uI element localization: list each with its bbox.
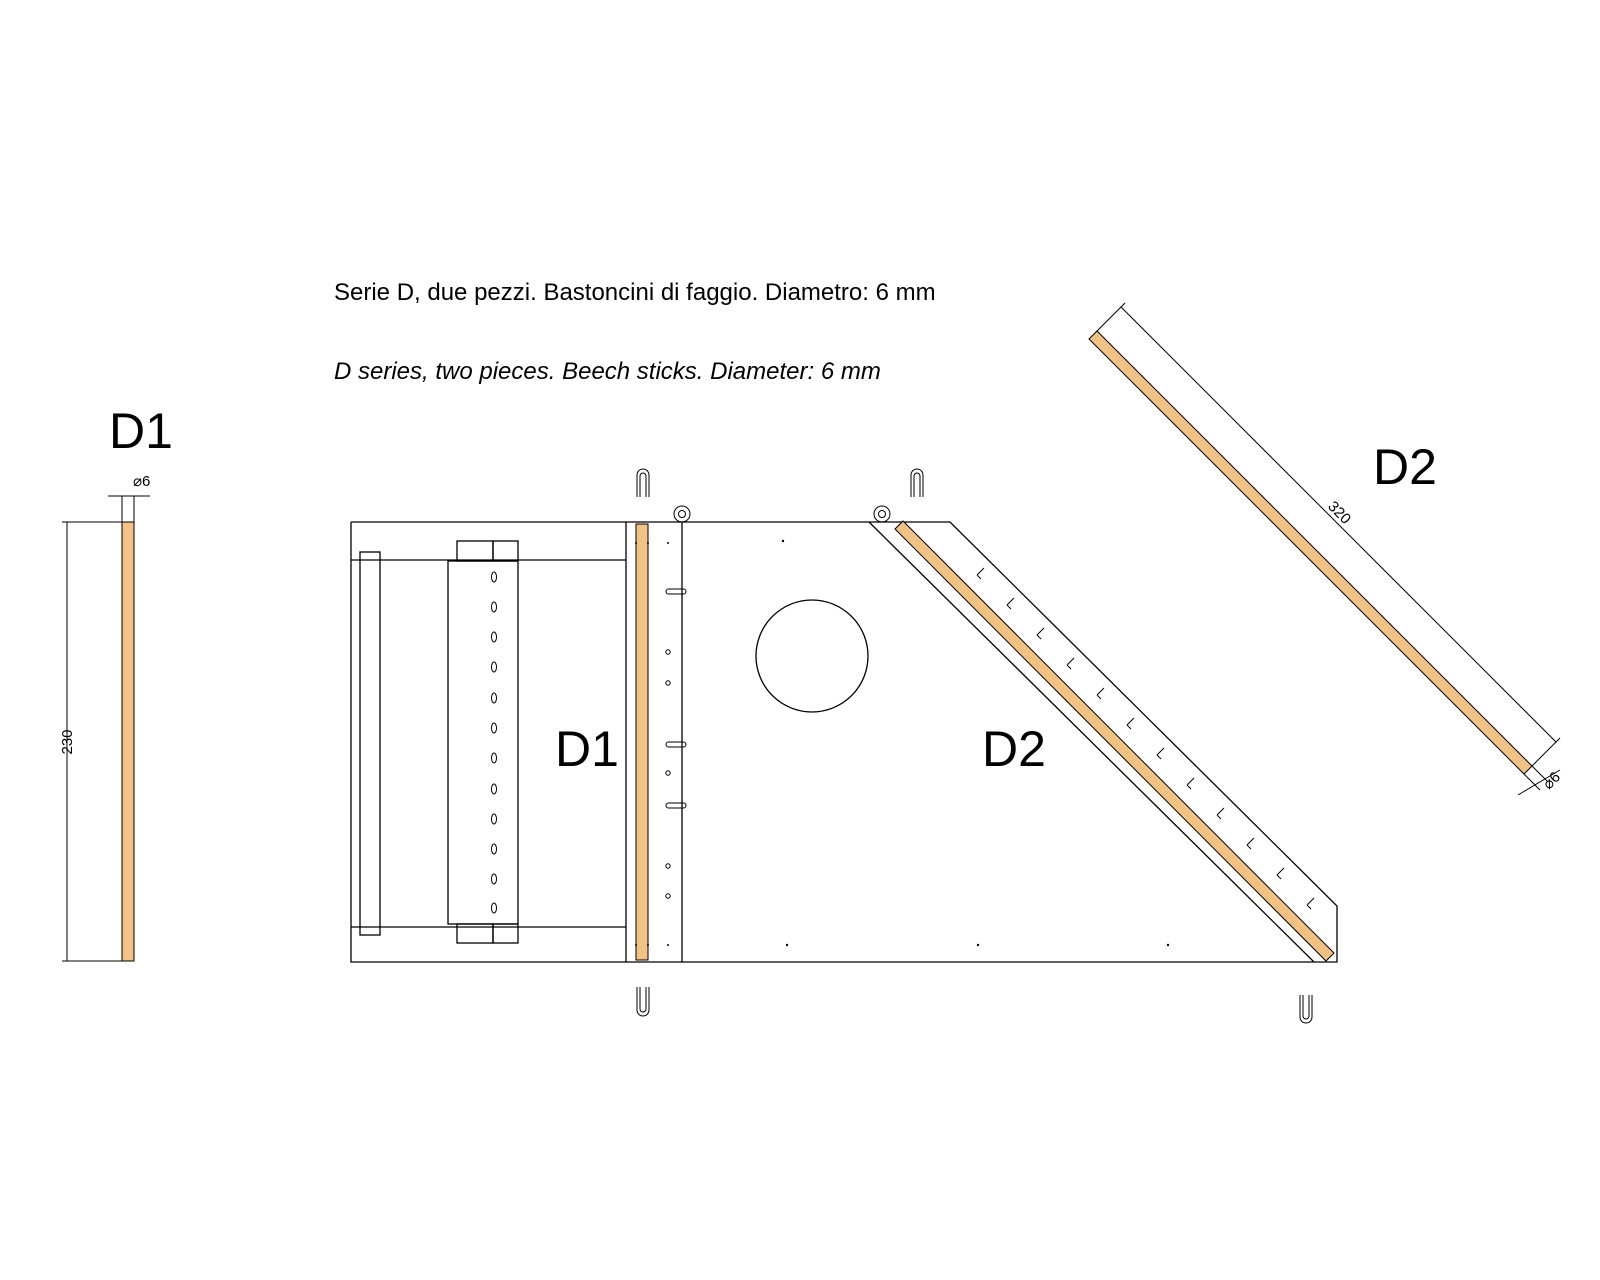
hook-top-right xyxy=(910,468,924,497)
slot xyxy=(1276,867,1285,876)
hook-bottom-right xyxy=(1299,995,1313,1024)
caption-english: D series, two pieces. Beech sticks. Diam… xyxy=(334,358,881,385)
side-handle xyxy=(359,551,381,936)
bridge-dot xyxy=(667,542,669,544)
ring-right xyxy=(873,505,891,523)
bridge-pin xyxy=(665,649,671,655)
diagonal-slots xyxy=(976,567,1315,910)
tuning-hole xyxy=(491,571,497,583)
slot xyxy=(976,574,982,580)
slot xyxy=(1096,694,1102,700)
slot xyxy=(1066,664,1072,670)
d1-stick xyxy=(121,521,135,962)
bridge-peg xyxy=(665,588,687,595)
instrument-outline xyxy=(350,521,1338,963)
slot xyxy=(976,567,985,576)
d2-stick xyxy=(1088,330,1533,775)
d2-length-ext-bottom xyxy=(1531,737,1561,767)
slot xyxy=(1126,724,1132,730)
tuning-block xyxy=(447,560,519,925)
slot xyxy=(1246,844,1252,850)
tuning-hole xyxy=(491,692,497,704)
board-dot xyxy=(1166,943,1170,947)
tuning-block-cap-top-right xyxy=(492,540,519,562)
d2-diameter-line xyxy=(1517,769,1561,796)
tuning-hole xyxy=(491,873,497,885)
slot xyxy=(1006,597,1015,606)
slot xyxy=(1006,604,1012,610)
slot xyxy=(1276,874,1282,880)
tuning-hole xyxy=(491,722,497,734)
slot xyxy=(1036,627,1045,636)
slot xyxy=(1216,814,1222,820)
d2-stick-installed xyxy=(894,520,1335,962)
d2-diameter-ext-a xyxy=(1523,773,1541,791)
bridge-dot xyxy=(647,944,649,946)
tuning-hole xyxy=(491,631,497,643)
slot xyxy=(1186,777,1195,786)
tuning-block-cap-top-left xyxy=(456,540,494,562)
bridge-peg xyxy=(665,741,687,748)
bridge-peg xyxy=(665,802,687,809)
hook-bottom-left xyxy=(636,987,650,1017)
tuning-hole xyxy=(491,843,497,855)
slot xyxy=(1306,904,1312,910)
d2-diameter-ext-b xyxy=(1531,765,1549,783)
soundboard-edge xyxy=(868,521,1315,963)
board-dot xyxy=(781,539,785,543)
tuning-hole xyxy=(491,902,497,914)
d2-length-line xyxy=(1120,306,1557,743)
bridge-dot xyxy=(667,944,669,946)
slot xyxy=(1156,747,1165,756)
caption-italian: Serie D, due pezzi. Bastoncini di faggio… xyxy=(334,279,936,306)
slot xyxy=(1246,837,1255,846)
d2-diameter-value: ⌀6 xyxy=(1540,769,1564,793)
ring-left xyxy=(673,505,691,523)
slot xyxy=(1216,807,1225,816)
ring-left-inner xyxy=(678,510,686,518)
bridge-pin xyxy=(665,770,671,776)
tuning-hole xyxy=(491,813,497,825)
slot xyxy=(1156,754,1162,760)
slot xyxy=(1186,784,1192,790)
slot xyxy=(1126,717,1135,726)
d2-length-value: 320 xyxy=(1324,498,1354,528)
sound-hole xyxy=(755,599,869,713)
bridge-dot xyxy=(635,542,637,544)
d2-length-ext-top xyxy=(1096,302,1126,332)
tuning-hole xyxy=(491,601,497,613)
d2-detail: D2 320 ⌀6 xyxy=(1088,302,1564,796)
bridge-dot xyxy=(647,542,649,544)
instrument-assembly: D1 D2 xyxy=(350,468,1338,1024)
d1-diameter-value: ⌀6 xyxy=(133,473,150,490)
slot xyxy=(1036,634,1042,640)
tuning-hole xyxy=(491,752,497,764)
bridge-pins xyxy=(635,542,687,946)
d1-length-value: 230 xyxy=(59,729,76,754)
tuning-block-cap-bottom-right xyxy=(492,923,519,944)
tuning-pin-holes xyxy=(491,571,497,914)
slot xyxy=(1096,687,1105,696)
board-dot xyxy=(785,943,789,947)
d2-assembly-label: D2 xyxy=(982,721,1046,777)
slot xyxy=(1306,897,1315,906)
hook-top-left xyxy=(636,468,650,497)
bridge-pin xyxy=(665,893,671,899)
tuning-hole xyxy=(491,661,497,673)
tuning-hole xyxy=(491,783,497,795)
d1-detail: D1 ⌀6 230 xyxy=(59,403,173,962)
d1-detail-label: D1 xyxy=(109,403,173,459)
bridge-pin xyxy=(665,680,671,686)
bridge-pin xyxy=(665,863,671,869)
board-dot xyxy=(976,943,980,947)
d1-assembly-label: D1 xyxy=(555,721,619,777)
d2-detail-label: D2 xyxy=(1373,439,1437,495)
slot xyxy=(1066,657,1075,666)
d1-stick-installed xyxy=(635,523,649,961)
ring-right-inner xyxy=(878,510,886,518)
bridge-dot xyxy=(635,944,637,946)
